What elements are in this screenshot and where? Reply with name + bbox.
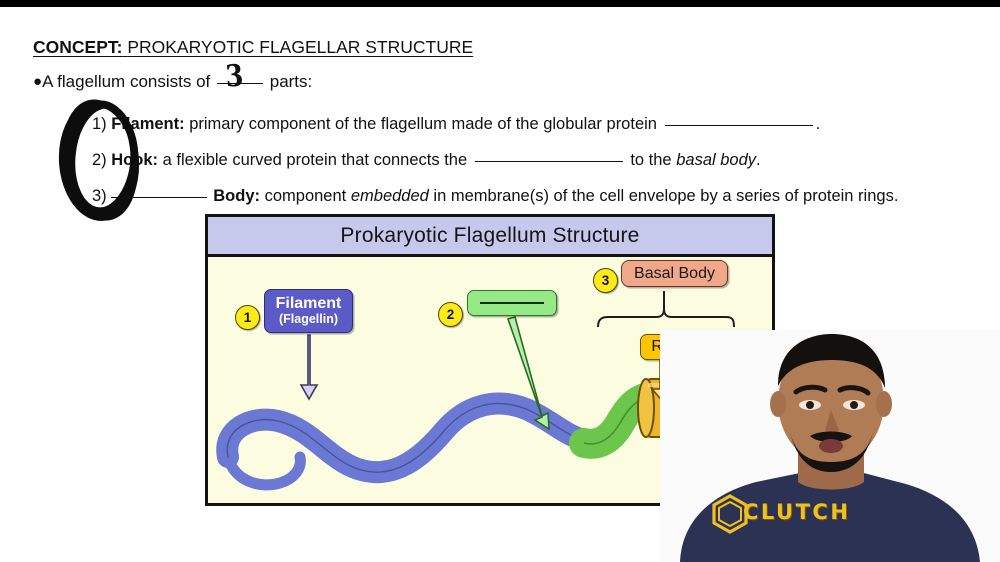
item-2-text: a flexible curved protein that connects … (162, 151, 468, 169)
item-2-blank (474, 160, 623, 162)
item-3-text-before: component (264, 187, 347, 205)
label-filament-line2: (Flagellin) (278, 311, 339, 326)
bullet-blank (217, 82, 263, 84)
figure-title: Prokaryotic Flagellum Structure (340, 223, 640, 247)
badge-2: 2 (438, 302, 463, 327)
item-2-number: 2) (92, 151, 107, 169)
bullet-dot: ● (33, 73, 43, 90)
item-2-tail: to the (630, 151, 672, 169)
badge-1: 1 (235, 305, 260, 330)
label-basal-body: Basal Body (621, 260, 728, 287)
filament-arrow (299, 334, 319, 401)
item-2-italic: basal body (676, 151, 757, 169)
item-3-italic: embedded (350, 187, 429, 205)
label-filament-line1: Filament (275, 294, 342, 312)
item-1-period: . (815, 115, 821, 133)
bullet-suffix: parts: (269, 72, 313, 91)
item-3-text-after: in membrane(s) of the cell envelope by a… (433, 187, 899, 205)
concept-title: PROKARYOTIC FLAGELLAR STRUCTURE (127, 37, 474, 57)
bullet-prefix: A flagellum consists of (42, 72, 211, 91)
list-item-basal-body: 3) Body: component embedded in membrane(… (92, 187, 898, 206)
label-hook-blank-line (480, 302, 544, 304)
item-2-period: . (756, 151, 761, 169)
item-1-blank (664, 124, 813, 126)
label-basal-body-text: Basal Body (634, 264, 715, 282)
label-filament: Filament (Flagellin) (264, 289, 353, 333)
concept-heading: CONCEPT: PROKARYOTIC FLAGELLAR STRUCTURE (33, 37, 473, 58)
handwritten-answer: 3 (224, 58, 245, 95)
bullet-line: ●A flagellum consists of parts: (33, 72, 312, 92)
item-3-number: 3) (92, 187, 107, 205)
item-3-blank (110, 196, 207, 198)
hook-arrow (506, 316, 550, 431)
list-item-hook: 2) Hook: a flexible curved protein that … (92, 151, 761, 170)
presenter-video-overlay: CLUTCH (660, 330, 1000, 562)
item-3-term: Body: (213, 187, 261, 205)
badge-3: 3 (593, 268, 618, 293)
list-item-filament: 1) Filament: primary component of the fl… (92, 115, 820, 134)
top-black-bar (0, 0, 1000, 7)
label-hook-blank (467, 290, 557, 316)
item-2-term: Hook: (111, 151, 159, 169)
presenter-figure (680, 334, 980, 562)
item-1-number: 1) (92, 115, 107, 133)
concept-label: CONCEPT: (33, 37, 123, 57)
clutch-logo-text: CLUTCH (743, 500, 851, 524)
item-1-text: primary component of the flagellum made … (189, 115, 657, 133)
item-1-term: Filament: (111, 115, 185, 133)
figure-header: Prokaryotic Flagellum Structure (208, 217, 772, 257)
